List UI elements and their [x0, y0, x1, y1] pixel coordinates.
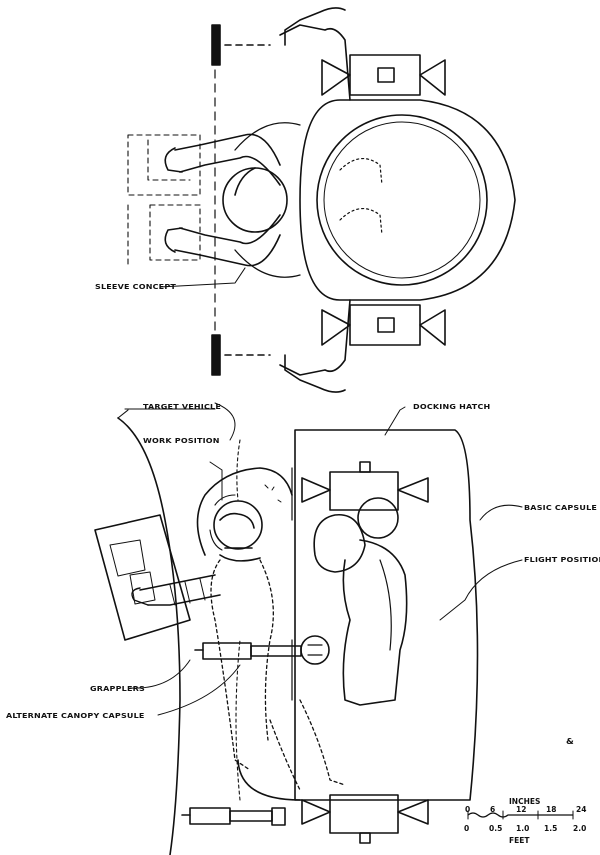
- grappler-upper: [194, 635, 330, 665]
- label-basic-capsule: BASIC CAPSULE: [524, 503, 598, 512]
- canopy-dome: [196, 467, 293, 556]
- label-work-position: WORK POSITION: [143, 436, 220, 445]
- left-plate-top: [211, 24, 221, 66]
- scale-inch-tick: 0: [465, 805, 471, 814]
- stray-mark: &: [566, 737, 575, 747]
- top-porthole: [316, 114, 488, 286]
- side-view: [94, 402, 523, 855]
- flight-canopy: [313, 514, 366, 573]
- label-flight-position: FLIGHT POSITION: [524, 555, 600, 564]
- label-sleeve-concept: SLEEVE CONCEPT: [95, 282, 177, 291]
- flight-helmet: [357, 497, 399, 539]
- scale-inch-tick: 12: [516, 805, 527, 814]
- left-plate-bottom: [211, 334, 221, 376]
- target-panel: [94, 514, 191, 641]
- grappler-lower: [181, 807, 286, 826]
- scale-inches-title: INCHES: [509, 797, 541, 806]
- label-alternate-canopy-capsule: ALTERNATE CANOPY CAPSULE: [6, 711, 145, 720]
- scale-inch-tick: 6: [490, 805, 496, 814]
- label-target-vehicle: TARGET VEHICLE: [143, 402, 222, 411]
- scale-feet-tick: 1.0: [516, 824, 530, 833]
- scale-feet-tick: 0: [464, 824, 470, 833]
- basic-capsule-body: [294, 429, 479, 801]
- work-arm: [139, 574, 221, 606]
- top-helmet: [222, 167, 288, 233]
- scale-inch-tick: 24: [576, 805, 587, 814]
- label-grapplers: GRAPPLERS: [90, 684, 145, 693]
- scale-bar: [467, 810, 574, 820]
- flight-body: [342, 539, 408, 706]
- scale-inch-tick: 18: [546, 805, 557, 814]
- top-thruster-lower: [349, 304, 421, 346]
- scale-feet-tick: 2.0: [573, 824, 587, 833]
- top-porthole-inner: [323, 121, 481, 279]
- top-sleeve-upper: [174, 133, 281, 186]
- label-docking-hatch: DOCKING HATCH: [413, 402, 491, 411]
- scale-feet-tick: 1.5: [544, 824, 558, 833]
- top-capsule-body: [299, 99, 516, 301]
- top-sleeve-lower: [174, 214, 281, 267]
- scale-feet-tick: 0.5: [489, 824, 503, 833]
- target-vehicle-hull: [117, 417, 181, 855]
- top-thruster-upper: [349, 54, 421, 96]
- work-helmet: [213, 500, 263, 550]
- work-torso: [210, 559, 274, 771]
- top-view: [127, 7, 516, 393]
- scale-feet-title: FEET: [509, 836, 530, 845]
